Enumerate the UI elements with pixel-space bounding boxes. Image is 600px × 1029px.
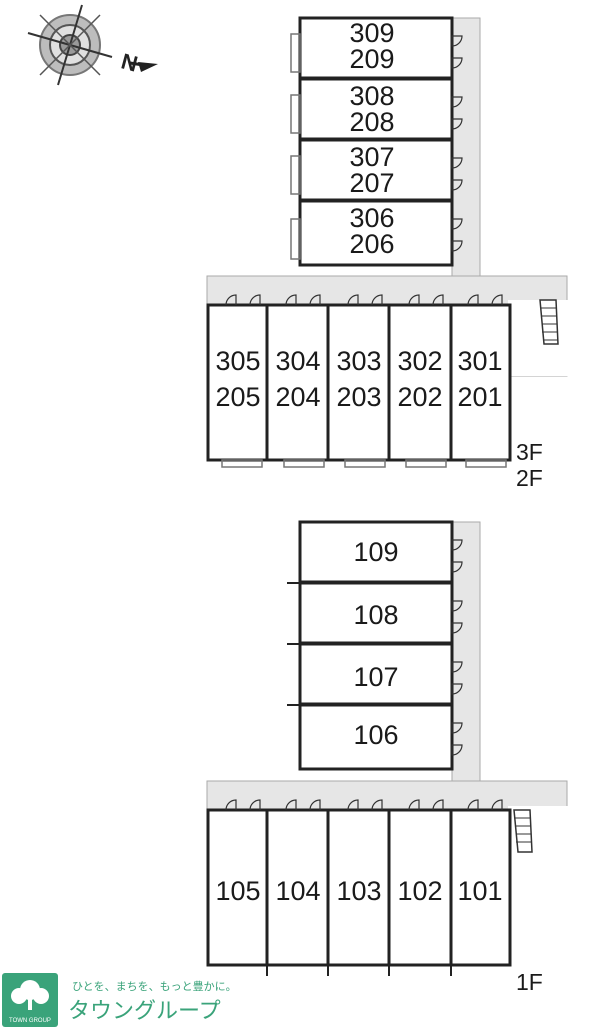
upper-wing-unit-3: 307 207: [290, 138, 463, 202]
lower-wing-unit-3: 107: [287, 642, 463, 706]
unit-label-102: 102: [397, 876, 442, 906]
unit-label-307: 307: [349, 142, 394, 172]
upper-row-unit-5: 301 201: [449, 294, 512, 468]
logo-sub-text: TOWN GROUP: [9, 1018, 51, 1024]
upper-wing-unit-4: 306 206: [290, 199, 463, 267]
unit-label-207: 207: [349, 168, 394, 198]
compass-north-label: N: [119, 48, 141, 76]
lower-wing-unit-4: 106: [287, 703, 463, 771]
unit-label-109: 109: [353, 537, 398, 567]
unit-label-303: 303: [336, 346, 381, 376]
compass-icon: N: [27, 4, 158, 86]
lower-building: 109 108 107 106 105: [206, 520, 568, 995]
lower-row-unit-2: 104: [265, 799, 330, 976]
unit-label-302: 302: [397, 346, 442, 376]
unit-label-305: 305: [215, 346, 260, 376]
unit-label-308: 308: [349, 81, 394, 111]
unit-label-201: 201: [457, 382, 502, 412]
unit-label-205: 205: [215, 382, 260, 412]
town-group-logo: TOWN GROUP ひとを、まちを、もっと豊かに。 タウングループ: [2, 973, 237, 1027]
floor-label-1f: 1F: [516, 969, 543, 995]
upper-row-unit-4: 302 202: [387, 294, 453, 468]
upper-row-unit-2: 304 204: [265, 294, 330, 468]
floor-label-3f: 3F: [516, 439, 543, 465]
unit-label-103: 103: [336, 876, 381, 906]
unit-label-202: 202: [397, 382, 442, 412]
unit-label-208: 208: [349, 107, 394, 137]
unit-label-206: 206: [349, 229, 394, 259]
lower-row-unit-1: 105: [206, 799, 269, 967]
unit-label-101: 101: [457, 876, 502, 906]
unit-label-107: 107: [353, 662, 398, 692]
unit-label-108: 108: [353, 600, 398, 630]
unit-label-301: 301: [457, 346, 502, 376]
unit-label-209: 209: [349, 44, 394, 74]
unit-label-204: 204: [275, 382, 320, 412]
lower-wing-corridor: [451, 521, 481, 785]
upper-wing-unit-2: 308 208: [290, 77, 463, 141]
lower-row-unit-4: 102: [387, 799, 453, 976]
upper-row-unit-3: 303 203: [326, 294, 391, 468]
unit-label-306: 306: [349, 203, 394, 233]
tree-icon: [11, 980, 49, 1010]
lower-row-unit-5: 101: [449, 799, 512, 976]
upper-stairs-icon: [539, 299, 559, 345]
logo-slogan: ひとを、まちを、もっと豊かに。: [72, 980, 237, 993]
upper-building: 309 209 308 208 307 207 306 206: [206, 16, 568, 491]
unit-label-304: 304: [275, 346, 320, 376]
upper-wing-unit-1: 309 209: [290, 16, 463, 80]
lower-row-unit-3: 103: [326, 799, 391, 976]
unit-label-104: 104: [275, 876, 320, 906]
unit-label-106: 106: [353, 720, 398, 750]
lower-wing-unit-1: 109: [298, 520, 463, 584]
logo-brand: タウングループ: [68, 999, 221, 1024]
lower-wing-unit-2: 108: [287, 581, 463, 645]
lower-stairs-icon: [513, 809, 533, 853]
upper-wing-corridor: [451, 17, 481, 281]
unit-label-309: 309: [349, 18, 394, 48]
upper-row-unit-1: 305 205: [206, 294, 269, 468]
unit-label-203: 203: [336, 382, 381, 412]
unit-label-105: 105: [215, 876, 260, 906]
floor-label-2f: 2F: [516, 465, 543, 491]
